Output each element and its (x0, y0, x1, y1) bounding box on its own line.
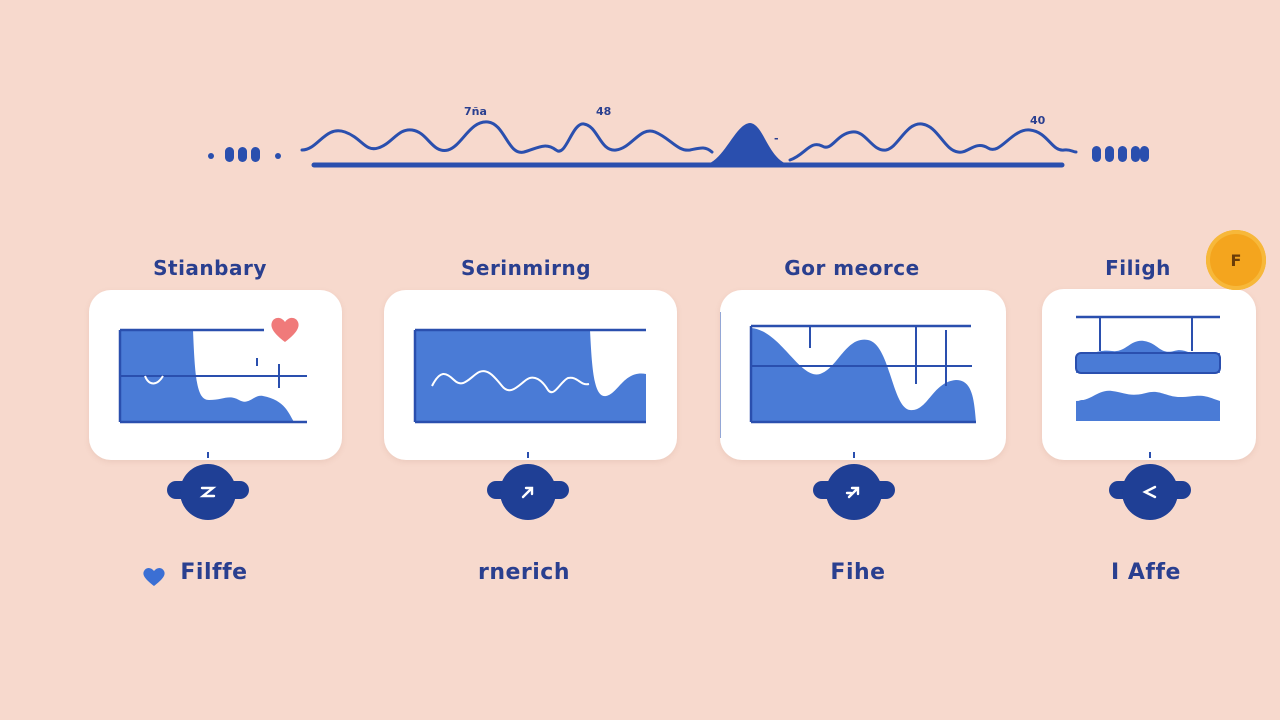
waveform-peak (705, 123, 790, 165)
play-button-icon (845, 486, 860, 499)
right-dots (1092, 146, 1149, 162)
card-4-footer: I Affe (1111, 560, 1181, 585)
card-2[interactable] (384, 290, 677, 460)
waveform-label-right: 40 (1030, 114, 1046, 127)
heart-icon[interactable] (269, 316, 301, 344)
card-2-title: Serinmirng (460, 256, 592, 280)
card-3[interactable] (717, 290, 1006, 460)
card-1[interactable] (89, 290, 342, 460)
favorite-icon[interactable] (142, 567, 166, 587)
play-button-icon (199, 486, 217, 498)
badge-icon[interactable]: F (1206, 230, 1266, 290)
card-4-chart (1038, 309, 1221, 439)
left-dots (208, 147, 281, 162)
play-button-icon (1142, 485, 1157, 499)
card-2-chart (413, 328, 646, 424)
card-2-play-button[interactable] (487, 462, 569, 522)
card-1-play-button[interactable] (167, 462, 249, 522)
waveform-label-dash: - (774, 132, 779, 145)
card-3-play-button[interactable] (813, 462, 895, 522)
card-1-title: Stianbary (153, 256, 267, 280)
card-3-footer: Fihe (830, 560, 886, 585)
card-1-chart (118, 328, 307, 424)
card-2-footer: rnerich (477, 560, 571, 585)
card-3-chart (717, 312, 976, 438)
card-4-play-button[interactable] (1109, 462, 1191, 522)
waveform-line (300, 120, 714, 154)
card-1-footer: Filffe (180, 560, 248, 585)
card-3-title: Gor meorce (784, 256, 920, 280)
card-4[interactable] (1038, 289, 1256, 460)
waveform-label-left: 7ña (464, 105, 487, 118)
waveform-line-right (788, 122, 1078, 162)
play-button-icon (521, 486, 534, 499)
waveform-label-mid: 48 (596, 105, 612, 118)
card-4-title: Filigh (1105, 256, 1171, 280)
badge-text: F (1230, 250, 1242, 270)
